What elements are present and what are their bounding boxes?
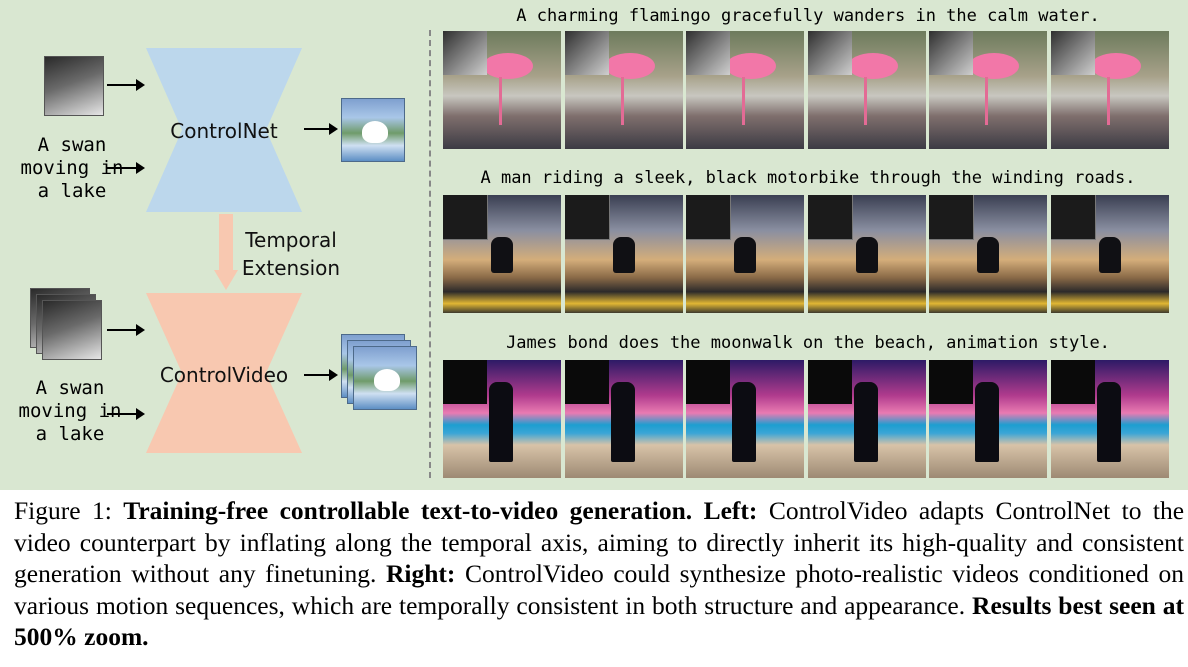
- condition-inset: [807, 360, 852, 404]
- figure-panel: A swan moving in a lake ControlNet Tempo…: [0, 0, 1188, 490]
- depth-arrow-top: [107, 79, 145, 91]
- motorbike-video-frame: [443, 195, 561, 313]
- condition-inset: [443, 360, 487, 404]
- depth-map-image: [44, 56, 104, 116]
- caption-right-label: Right:: [385, 559, 456, 588]
- condition-inset: [929, 31, 973, 75]
- condition-inset: [807, 195, 853, 240]
- caption-title: Training-free controllable text-to-video…: [123, 496, 693, 525]
- beach-video-frame: [564, 360, 683, 478]
- beach-video-frame: [686, 360, 804, 478]
- flamingo-video-frame: [443, 31, 561, 149]
- condition-inset: [564, 31, 609, 75]
- flamingo-video-frame: [929, 31, 1047, 149]
- condition-inset: [1050, 195, 1096, 240]
- caption-label: Figure 1:: [14, 496, 112, 525]
- condition-inset: [929, 360, 973, 404]
- caption-closing: Results best seen at 500% zoom.: [14, 590, 1184, 652]
- flamingo-video-frame: [686, 31, 804, 149]
- caption-left-text: ControlVideo adapts ControlNet to the vi…: [14, 496, 1185, 588]
- beach-video-frame: [443, 360, 561, 478]
- temporal-extension-label: Temporal Extension: [241, 228, 341, 280]
- panel-divider: [429, 30, 431, 478]
- motorbike-video-frame: [1050, 195, 1169, 313]
- caption-right-text: ControlVideo could synthesize photo-real…: [14, 559, 1184, 620]
- depth-stack-front: [42, 300, 102, 360]
- prompt-arrow-top: [107, 162, 145, 174]
- controlnet-output-arrow: [304, 123, 338, 135]
- condition-inset: [686, 360, 730, 404]
- beach-video-frame: [1050, 360, 1169, 478]
- beach-video-frame: [807, 360, 926, 478]
- motorbike-video-frame: [564, 195, 683, 313]
- depth-arrow-bottom: [107, 324, 145, 336]
- condition-inset: [807, 31, 852, 75]
- beach-video-frame: [929, 360, 1047, 478]
- condition-inset: [1050, 31, 1095, 75]
- prompt-arrow-bottom: [107, 408, 145, 420]
- condition-inset: [929, 195, 974, 240]
- swan-video-frame-front: [353, 346, 417, 410]
- controlnet-label: ControlNet: [170, 119, 278, 143]
- swan-output-image: [341, 98, 405, 162]
- condition-inset: [564, 195, 610, 240]
- condition-inset: [443, 31, 487, 75]
- flamingo-video-frame: [807, 31, 926, 149]
- condition-inset: [443, 195, 488, 240]
- condition-inset: [564, 360, 609, 404]
- motorbike-video-frame: [929, 195, 1047, 313]
- controlvideo-output-arrow: [304, 369, 338, 381]
- row-caption-bond: James bond does the moonwalk on the beac…: [506, 333, 1110, 353]
- motorbike-video-frame: [686, 195, 804, 313]
- text-prompt-bottom: A swan moving in a lake: [18, 377, 122, 445]
- text-prompt-top: A swan moving in a lake: [20, 134, 124, 202]
- figure-caption: Figure 1: Training-free controllable tex…: [14, 495, 1184, 653]
- condition-inset: [686, 195, 731, 240]
- row-caption-motorbike: A man riding a sleek, black motorbike th…: [480, 168, 1136, 188]
- temporal-extension-arrow: [214, 214, 238, 290]
- flamingo-video-frame: [564, 31, 683, 149]
- controlvideo-block: [146, 293, 302, 453]
- flamingo-video-frame: [1050, 31, 1169, 149]
- controlnet-block: [146, 48, 302, 212]
- condition-inset: [1050, 360, 1095, 404]
- motorbike-video-frame: [807, 195, 926, 313]
- row-caption-flamingo: A charming flamingo gracefully wanders i…: [516, 6, 1100, 26]
- caption-left-label: Left:: [703, 496, 758, 525]
- condition-inset: [686, 31, 730, 75]
- controlvideo-label: ControlVideo: [159, 363, 289, 387]
